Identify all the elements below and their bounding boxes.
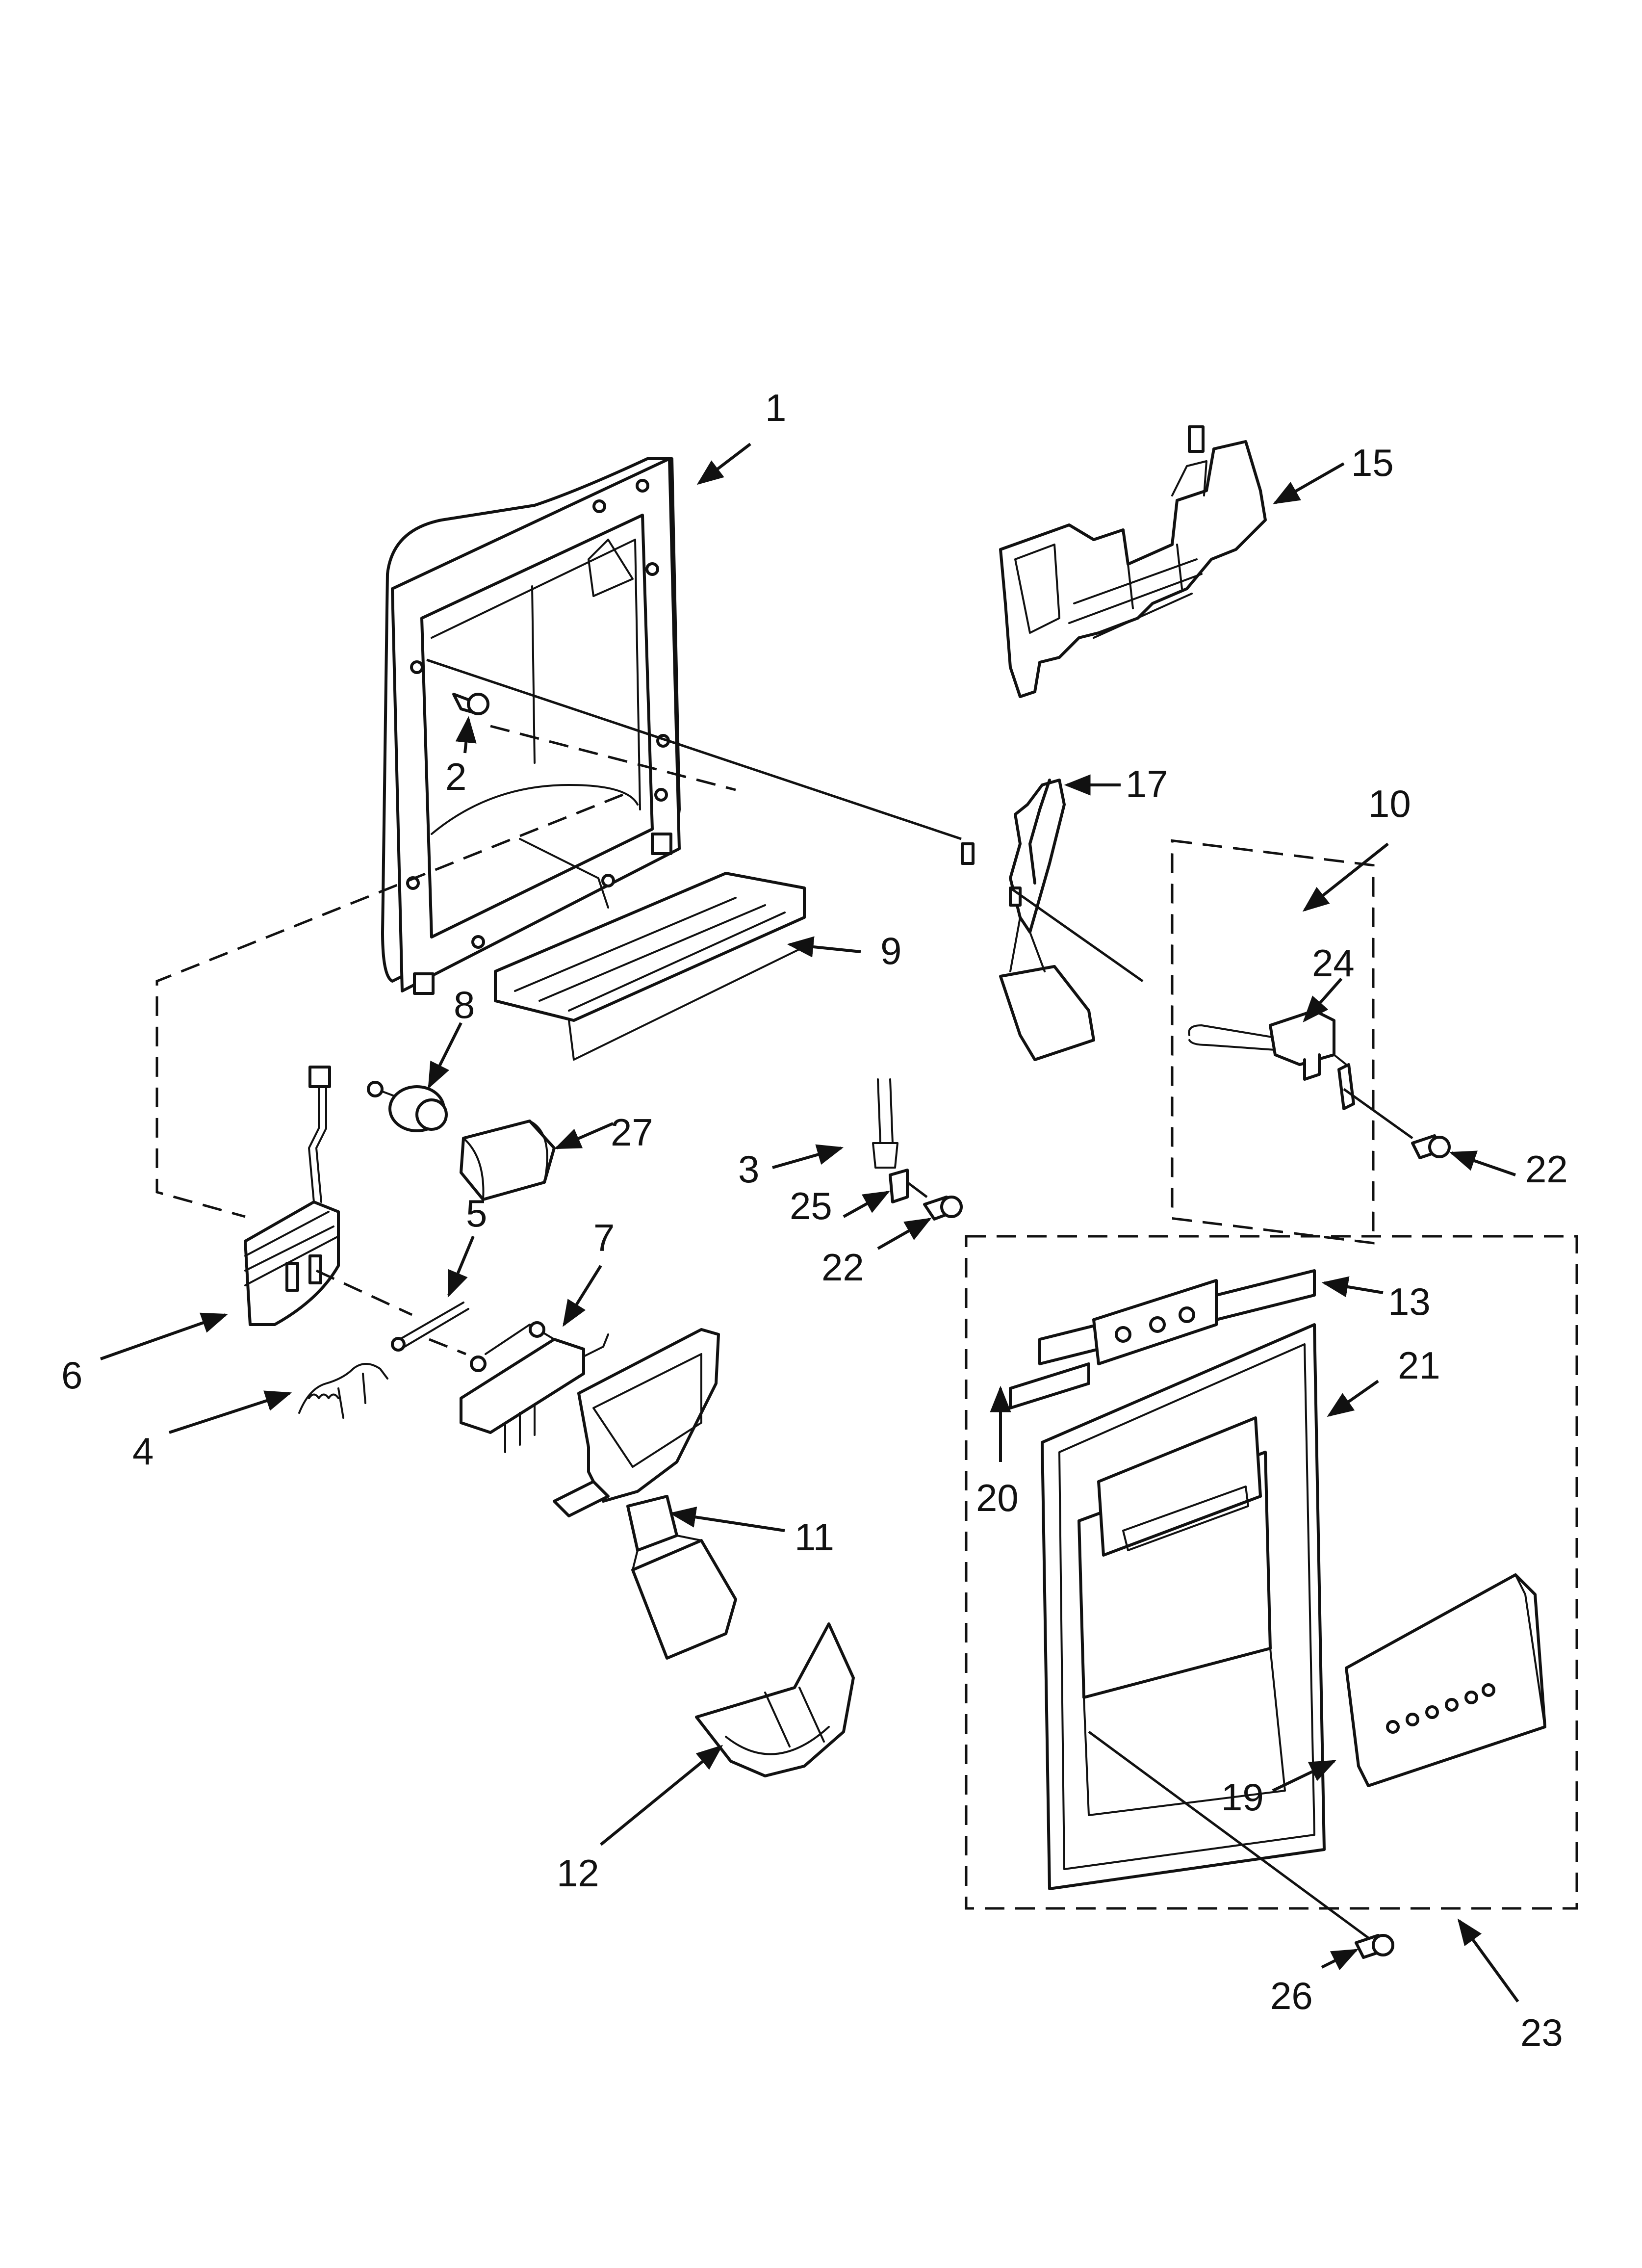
part-8-solenoid: [367, 1081, 448, 1132]
callout-22-right: 22: [1525, 1147, 1568, 1191]
part-3-clip: [872, 1078, 898, 1169]
callout-11: 11: [795, 1515, 834, 1559]
callout-10: 10: [1368, 782, 1411, 825]
part-25-washer: [889, 1169, 909, 1203]
callout-8: 8: [454, 983, 475, 1026]
part-9-drip-tray: [494, 872, 806, 1061]
part-22-screw-center: [923, 1196, 963, 1221]
part-2-screw: [452, 693, 489, 715]
callout-13: 13: [1388, 1280, 1431, 1323]
callout-24: 24: [1312, 941, 1355, 985]
part-11-water-actuator: [553, 1328, 737, 1660]
callout-7: 7: [593, 1216, 615, 1259]
callout-5: 5: [466, 1192, 487, 1235]
part-20-control-board: [1009, 1279, 1218, 1409]
part-22-screw-right: [1411, 1134, 1451, 1159]
part-26-screw: [1355, 1934, 1394, 1959]
part-15-bracket-assembly: [999, 425, 1267, 698]
callout-arrows: [100, 443, 1519, 2003]
callout-22-center: 22: [821, 1246, 864, 1289]
callout-25: 25: [790, 1184, 832, 1227]
callout-1: 1: [765, 386, 786, 429]
part-7-switch-bracket: [460, 1321, 609, 1453]
part-24-water-switch: [1188, 1009, 1355, 1110]
callout-17: 17: [1126, 762, 1168, 806]
part-12-ice-chute: [695, 1622, 855, 1777]
callout-20: 20: [976, 1476, 1019, 1519]
callout-26: 26: [1270, 1974, 1313, 2017]
callout-2: 2: [445, 755, 466, 798]
callout-6: 6: [61, 1354, 82, 1397]
part-10-group-outline: [1171, 839, 1375, 1245]
part-19-control-panel: [1345, 1573, 1546, 1787]
callout-21: 21: [1398, 1344, 1440, 1387]
part-27-cover: [460, 1120, 556, 1201]
part-23-group-outline: [965, 1235, 1578, 1910]
callout-23: 23: [1520, 2011, 1563, 2054]
callout-15: 15: [1351, 441, 1394, 484]
part-5-pin: [391, 1302, 469, 1352]
callout-27: 27: [611, 1111, 653, 1154]
assembly-lines: [155, 658, 1413, 1939]
callout-9: 9: [880, 929, 901, 972]
part-4-spring: [298, 1363, 388, 1419]
callout-4: 4: [132, 1430, 154, 1473]
callout-3: 3: [738, 1147, 759, 1191]
callout-12: 12: [557, 1851, 599, 1895]
part-17-ice-paddle: [961, 779, 1095, 1061]
part-21-dispenser-frame: [1041, 1323, 1326, 1890]
part-6-control-module: [244, 1066, 340, 1326]
callout-labels: 1 2 3 4 5 6 7 8 9 10 11 12 13 15 17 19 2…: [61, 386, 1568, 2054]
callout-19: 19: [1221, 1775, 1264, 1819]
